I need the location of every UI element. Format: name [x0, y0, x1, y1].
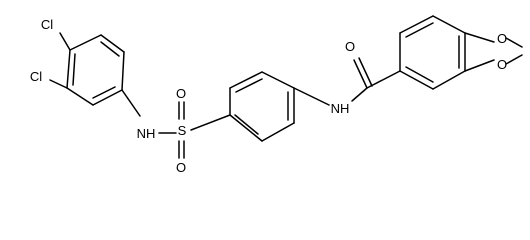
c-o-carbonyl-bond-b — [358, 57, 373, 87]
c-n-sulfonamide-bond — [121, 89, 141, 117]
c-n-amide-bond — [293, 87, 330, 106]
benzodioxole-ring — [399, 15, 523, 90]
n-c-carbonyl-bond — [351, 87, 368, 102]
atom-sulfonyl-oxygen-lower: O — [176, 160, 186, 175]
atom-dioxole-oxygen-upper: O — [497, 31, 507, 46]
s-c-bond — [190, 114, 231, 131]
carbonyl-aryl-bond — [366, 70, 401, 89]
phenylene-ring — [229, 71, 295, 142]
atom-sulfur: S — [178, 123, 187, 138]
atom-sulfonyl-oxygen-upper: O — [176, 86, 186, 101]
c-o-carbonyl-bond-a — [353, 59, 368, 89]
c-cl-para-bond — [59, 32, 71, 51]
atom-cl-para: Cl — [41, 17, 53, 32]
dichlorophenyl-ring — [66, 34, 125, 106]
atom-nh-amide: NH — [331, 101, 350, 116]
atom-dioxole-oxygen-lower: O — [497, 57, 507, 72]
molecule-structure: Cl Cl NH S O O NH O O O — [30, 15, 523, 175]
atom-carbonyl-oxygen: O — [345, 39, 355, 54]
atom-nh-sulfonamide: NH — [137, 126, 156, 141]
c-cl-meta-bond — [49, 79, 68, 89]
atom-cl-meta: Cl — [30, 69, 42, 84]
